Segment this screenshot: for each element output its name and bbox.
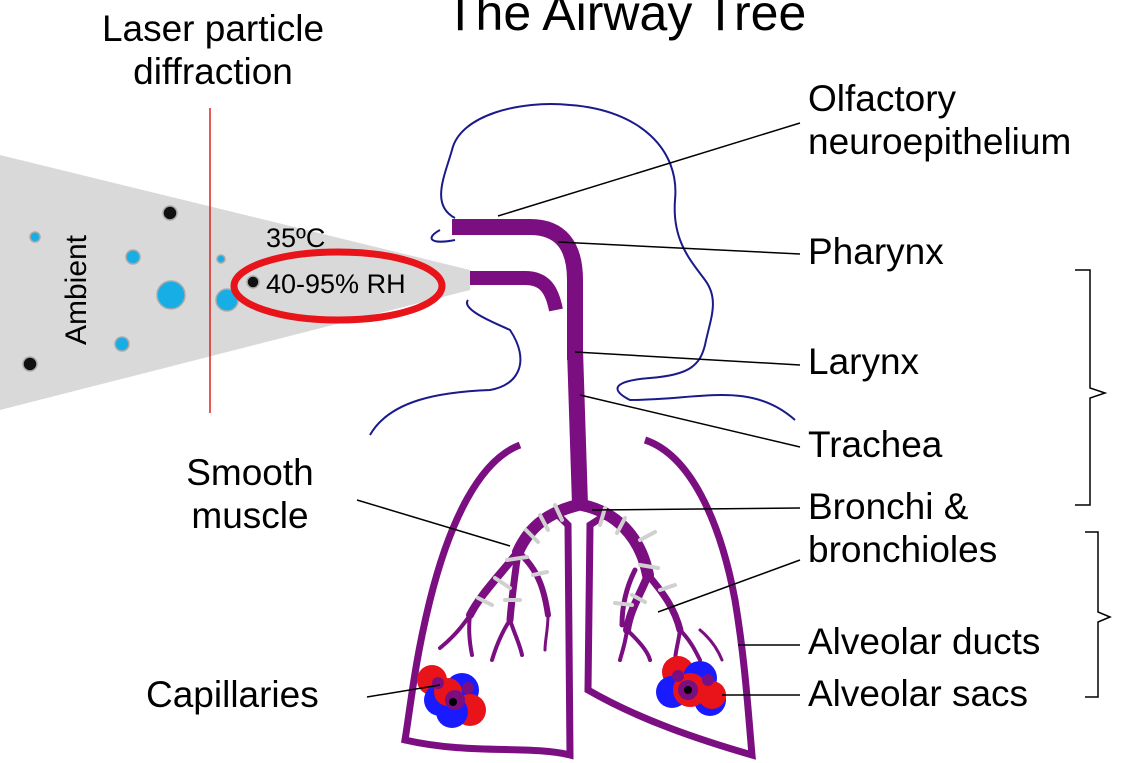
bronchi-label: Bronchi & bronchioles: [808, 486, 997, 571]
diagram-title: The Airway Tree: [445, 0, 806, 38]
capillaries-label: Capillaries: [146, 674, 319, 717]
particle: [247, 276, 259, 288]
laser-label: Laser particle diffraction: [88, 8, 338, 93]
bronchi-label-line-1: Bronchi &: [808, 486, 997, 529]
bronchi-label-line-2: bronchioles: [808, 529, 997, 572]
temperature-label: 35ºC: [266, 223, 325, 254]
capillary-cluster-left: [417, 665, 486, 728]
pharynx-label: Pharynx: [808, 231, 944, 274]
particle: [217, 255, 225, 263]
particle: [30, 232, 40, 242]
particle: [163, 206, 177, 220]
alveolar-ducts-label: Alveolar ducts: [808, 621, 1040, 664]
humidity-label: 40-95% RH: [266, 269, 406, 300]
oral-passage: [470, 278, 556, 310]
upper-bracket: [1075, 270, 1105, 505]
ambient-label: Ambient: [60, 235, 94, 345]
particle: [23, 357, 37, 371]
olfactory-label-line-1: Olfactory: [808, 78, 1071, 121]
smooth-muscle-label-line-2: muscle: [150, 495, 350, 538]
olfactory-label: Olfactory neuroepithelium: [808, 78, 1071, 163]
trachea-label: Trachea: [808, 424, 942, 467]
head-outline: [441, 104, 795, 420]
capillary-cluster-right: [656, 656, 726, 716]
particle: [126, 250, 140, 264]
particle: [115, 337, 129, 351]
smooth-muscle-label: Smooth muscle: [150, 452, 350, 537]
laser-label-line-2: diffraction: [88, 51, 338, 94]
larynx-label: Larynx: [808, 341, 919, 384]
trachea-tube: [575, 350, 580, 505]
laser-label-line-1: Laser particle: [88, 8, 338, 51]
lower-bracket: [1085, 532, 1110, 697]
olfactory-label-line-2: neuroepithelium: [808, 121, 1071, 164]
smooth-muscle-label-line-1: Smooth: [150, 452, 350, 495]
alveolar-sacs-label: Alveolar sacs: [808, 673, 1028, 716]
bronchial-tree: [440, 505, 722, 662]
particle: [157, 281, 185, 309]
